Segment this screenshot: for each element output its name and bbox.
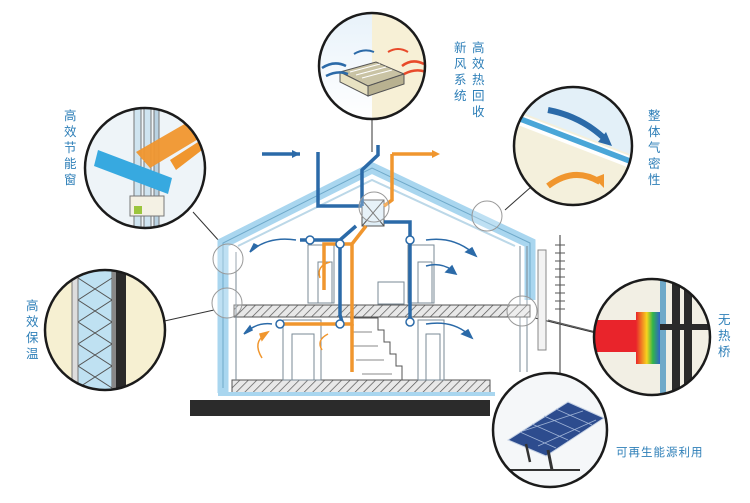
fresh-air-unit-icon	[317, 11, 427, 121]
thermal-bridge-icon	[592, 277, 712, 397]
window-frame-icon	[83, 106, 207, 230]
label-airtightness: 整体气密性	[648, 108, 661, 187]
airtight-layer-icon	[512, 85, 634, 207]
label-thermal-bridge: 无热桥	[718, 312, 731, 359]
solar-panel-icon	[491, 371, 609, 489]
house-envelope	[217, 161, 597, 396]
label-energy-window: 高效节能窗	[64, 108, 77, 187]
ventilation-ducts	[243, 145, 478, 372]
label-renewable: 可再生能源利用	[616, 445, 704, 459]
detail-markers	[211, 191, 538, 327]
ground-slab	[190, 400, 490, 416]
label-fresh-air-system: 新风系统	[454, 40, 467, 103]
label-insulation: 高效保温	[26, 298, 39, 361]
label-heat-recovery: 高效热回收	[472, 40, 485, 119]
foundation-hatch	[231, 379, 491, 394]
insulation-layer-icon	[43, 268, 167, 392]
